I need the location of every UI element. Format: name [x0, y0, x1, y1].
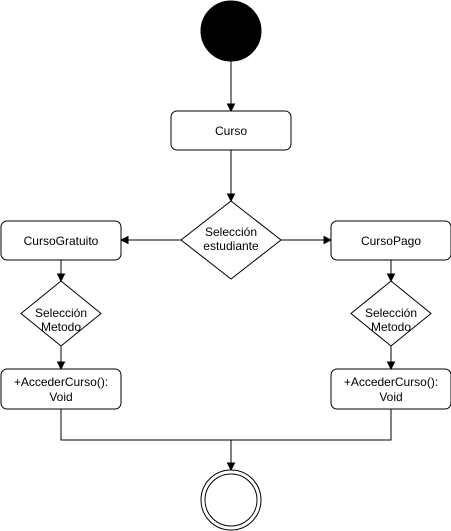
- decision-method-right: Selección Metodo: [350, 280, 432, 347]
- node-paid-course: CursoPago: [330, 220, 451, 261]
- decision-student-choice: Selección estudiante: [180, 200, 282, 280]
- edge-merge: [60, 409, 392, 441]
- node-course: Curso: [170, 110, 292, 151]
- node-course-label: Curso: [215, 124, 247, 138]
- arrowhead: [226, 462, 236, 472]
- edges: [56, 61, 396, 472]
- node-access-left-line2: Void: [49, 390, 72, 404]
- decision-method-left-line2: Metodo: [41, 320, 81, 334]
- decision-method-right-line2: Metodo: [371, 320, 411, 334]
- arrowhead: [386, 361, 396, 371]
- node-access-right: +AccederCurso(): Void: [330, 368, 451, 410]
- node-access-right-line1: +AccederCurso():: [344, 375, 438, 389]
- node-access-left: +AccederCurso(): Void: [0, 368, 122, 410]
- node-access-left-line1: +AccederCurso():: [14, 375, 108, 389]
- decision-student-line1: Selección: [205, 225, 257, 239]
- decision-method-right-line1: Selección: [365, 306, 417, 320]
- arrowhead: [56, 361, 66, 371]
- node-paid-course-label: CursoPago: [361, 234, 421, 248]
- decision-method-left-line1: Selección: [35, 306, 87, 320]
- node-free-course-label: CursoGratuito: [24, 234, 99, 248]
- decision-method-left: Selección Metodo: [20, 280, 102, 347]
- arrowhead: [56, 273, 66, 283]
- node-free-course: CursoGratuito: [0, 220, 122, 261]
- node-access-right-line2: Void: [379, 390, 402, 404]
- final-node: [200, 469, 262, 531]
- initial-node: [200, 0, 262, 62]
- arrowhead: [386, 273, 396, 283]
- arrowhead: [226, 193, 236, 203]
- arrowhead: [323, 235, 333, 245]
- arrowhead: [119, 235, 129, 245]
- arrowhead: [226, 103, 236, 113]
- decision-student-line2: estudiante: [203, 239, 259, 253]
